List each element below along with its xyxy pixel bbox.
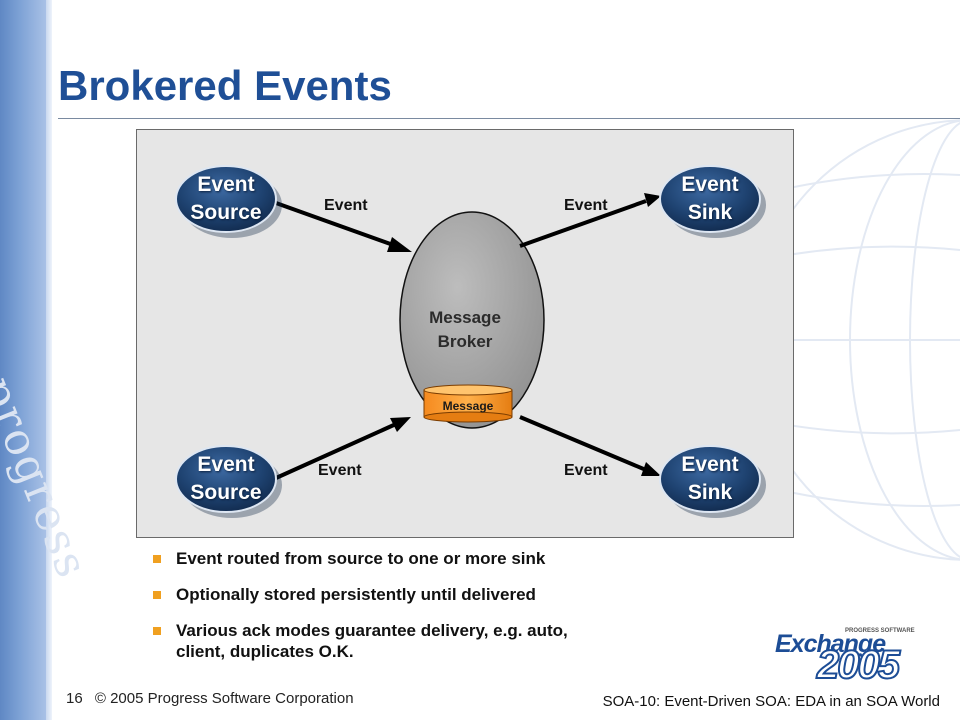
event-sink-top-label: Event Sink <box>655 171 765 227</box>
arrow-broker-to-sink-bottom <box>519 415 661 476</box>
event-source-top-line2: Source <box>190 201 262 224</box>
event-source-node-top <box>175 165 282 238</box>
message-broker-label: Message Broker <box>400 306 530 354</box>
bullet-item: Event routed from source to one or more … <box>150 548 710 569</box>
logo-word: Exchange <box>775 630 886 658</box>
message-broker-shape <box>399 211 545 429</box>
logo-year: 2005 <box>816 642 901 688</box>
bullet-item: Optionally stored persistently until del… <box>150 584 710 605</box>
event-sink-node-top <box>659 165 766 238</box>
event-sink-top-line1: Event <box>681 173 739 196</box>
edge-label-sink-bottom: Event <box>564 462 608 479</box>
event-sink-top-line2: Sink <box>687 201 733 224</box>
event-source-top-line1: Event <box>197 173 255 196</box>
event-source-bottom-line2: Source <box>190 481 262 504</box>
edge-label-source-bottom: Event <box>318 462 362 479</box>
left-decorative-band <box>0 0 46 720</box>
title-divider <box>58 118 960 119</box>
arrow-source-bottom-to-broker <box>275 417 411 480</box>
bullet-text-3-line1: Various ack modes guarantee delivery, e.… <box>176 621 568 640</box>
bullet-square-icon <box>153 591 161 599</box>
event-sink-bottom-line2: Sink <box>687 481 733 504</box>
copyright-text: © 2005 Progress Software Corporation <box>94 690 354 707</box>
event-source-node-bottom <box>175 445 282 518</box>
arrow-broker-to-sink-top <box>519 193 661 248</box>
message-store-label: Message <box>442 399 494 413</box>
arrow-source-top-to-broker <box>275 201 412 252</box>
footer-left: 16 © 2005 Progress Software Corporation <box>66 690 354 707</box>
session-title: SOA-10: Event-Driven SOA: EDA in an SOA … <box>602 693 940 710</box>
event-sink-node-bottom <box>659 445 766 518</box>
message-broker-line2: Broker <box>437 332 493 351</box>
edge-label-sink-top: Event <box>564 197 608 214</box>
bullet-text-3-line2: client, duplicates O.K. <box>176 642 354 661</box>
event-sink-bottom-label: Event Sink <box>655 451 765 507</box>
page-number: 16 <box>66 690 83 707</box>
bullet-text-1: Event routed from source to one or more … <box>176 549 546 568</box>
edge-label-source-top: Event <box>324 197 368 214</box>
left-band-edge <box>46 0 52 720</box>
page-title: Brokered Events <box>58 62 392 109</box>
event-source-top-label: Event Source <box>171 171 281 227</box>
event-sink-bottom-line1: Event <box>681 453 739 476</box>
bullet-square-icon <box>153 555 161 563</box>
event-source-bottom-label: Event Source <box>171 451 281 507</box>
event-source-bottom-line1: Event <box>197 453 255 476</box>
message-broker-line1: Message <box>429 308 501 327</box>
exchange-2005-logo: PROGRESS SOFTWARE Exchange 2005 <box>775 628 925 688</box>
bullet-square-icon <box>153 627 161 635</box>
logo-tagline: PROGRESS SOFTWARE <box>845 628 915 634</box>
bullet-item: Various ack modes guarantee delivery, e.… <box>150 620 710 662</box>
bullet-text-2: Optionally stored persistently until del… <box>176 585 536 604</box>
bullet-list: Event routed from source to one or more … <box>150 548 710 677</box>
message-store-cylinder <box>423 384 513 423</box>
